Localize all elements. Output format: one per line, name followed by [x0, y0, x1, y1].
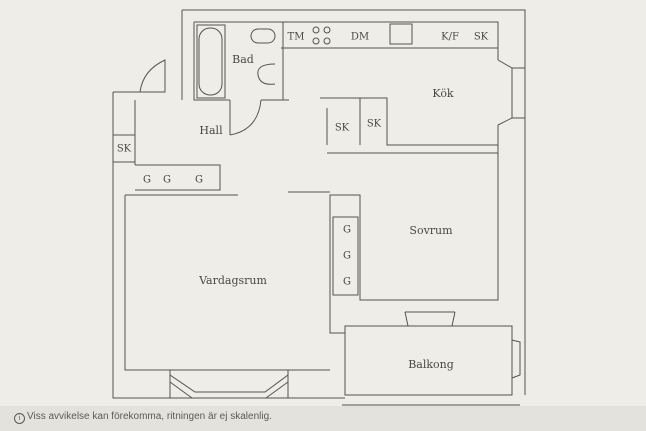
sink	[257, 63, 276, 85]
fixture-g: G	[143, 175, 151, 186]
fixture-sk: SK	[367, 119, 382, 130]
g-bed-boxes	[332, 216, 359, 296]
disclaimer-text: Viss avvikelse kan förekomma, ritningen …	[27, 411, 272, 422]
sk-hall-box	[112, 134, 136, 163]
fixture-sk: SK	[335, 123, 350, 134]
fixture-g: G	[343, 251, 351, 262]
fixture-sk: SK	[474, 32, 489, 43]
room-label-bad: Bad	[232, 53, 254, 66]
toilet	[250, 28, 276, 44]
stove	[312, 26, 331, 45]
room-label-sovrum: Sovrum	[409, 224, 453, 237]
walls	[112, 9, 526, 406]
room-label-kok: Kök	[432, 87, 454, 100]
fixture-g: G	[195, 175, 203, 186]
room-label-vardagsrum: Vardagsrum	[198, 274, 267, 287]
info-icon: i	[14, 413, 25, 424]
fixture-g: G	[343, 277, 351, 288]
fixture-dm: DM	[351, 32, 369, 43]
room-label-balkong: Balkong	[408, 358, 454, 371]
fixture-g: G	[343, 225, 351, 236]
kitchen-sink	[389, 23, 413, 45]
room-label-hall: Hall	[199, 124, 223, 137]
fixture-tm: TM	[288, 32, 305, 43]
fixture-sk: SK	[117, 144, 132, 155]
fixture-g: G	[163, 175, 171, 186]
bathtub	[196, 24, 226, 99]
fixture-kf: K/F	[441, 32, 459, 43]
